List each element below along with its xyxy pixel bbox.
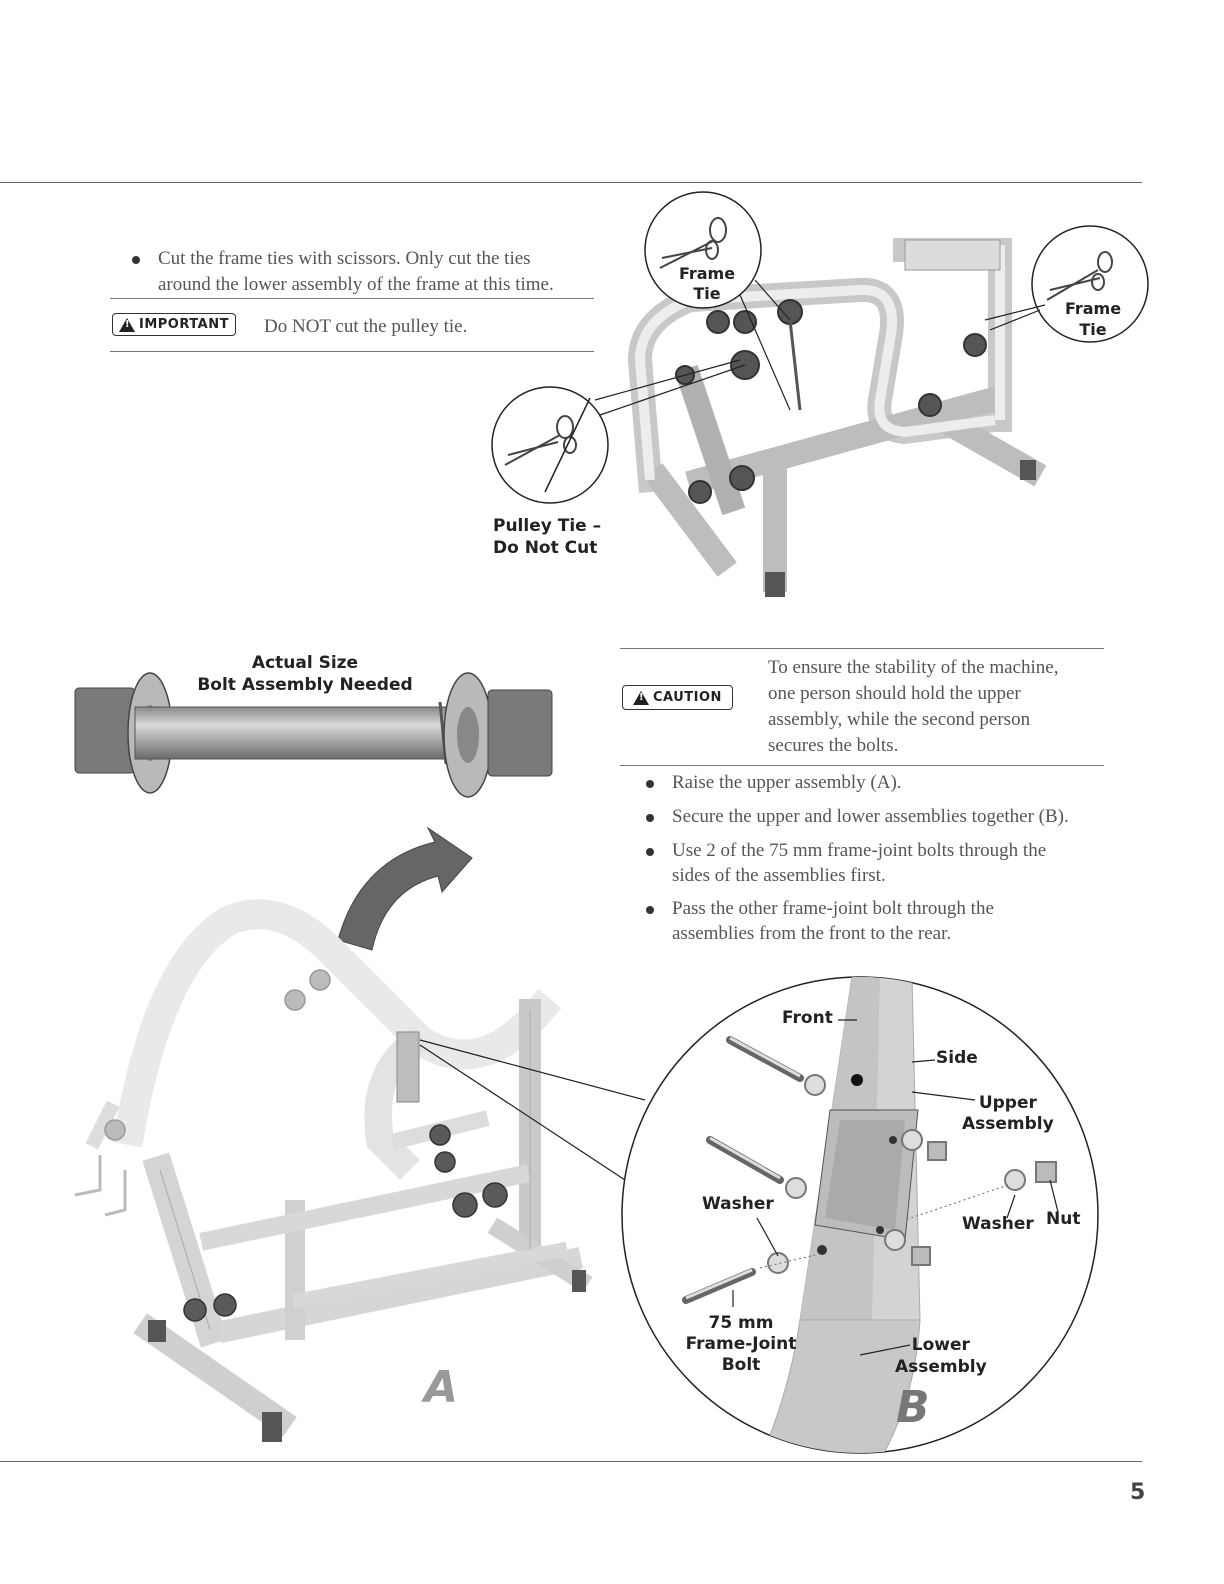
bolt-caption-line2: Bolt Assembly Needed (197, 675, 413, 695)
step-line: Use 2 of the 75 mm frame-joint bolts thr… (672, 840, 1047, 861)
bolt-caption: Actual Size Bolt Assembly Needed (170, 652, 440, 696)
callout-frame-tie-right: Frame Tie (1058, 298, 1128, 340)
bullet (646, 906, 654, 914)
label-line: 75 mm (708, 1313, 774, 1333)
label-side: Side (936, 1048, 978, 1068)
caution-label: CAUTION (653, 690, 722, 705)
footer-rule (0, 1461, 1142, 1462)
label-washer-right: Washer (962, 1214, 1034, 1234)
callout-line: Frame (678, 264, 736, 283)
label-line: Lower (911, 1335, 970, 1355)
label-front: Front (782, 1008, 833, 1028)
page-number: 5 (1130, 1480, 1146, 1505)
bullet (646, 780, 654, 788)
divider (620, 765, 1104, 766)
callout-pulley-tie: Pulley Tie – Do Not Cut (493, 515, 601, 559)
label-nut: Nut (1046, 1209, 1081, 1229)
step-line: assemblies from the front to the rear. (672, 923, 952, 944)
callout-frame-tie-left: Frame Tie (672, 264, 742, 304)
step-line: sides of the assemblies first. (672, 865, 886, 886)
divider (110, 298, 594, 299)
label-line: Upper (978, 1093, 1037, 1113)
caution-line: one person should hold the upper (768, 683, 1021, 704)
step-line: Secure the upper and lower assemblies to… (672, 806, 1069, 827)
divider (110, 351, 594, 352)
callout-line: Frame (1064, 299, 1122, 318)
caution-line: assembly, while the second person (768, 709, 1031, 730)
step1-bullet-line2: around the lower assembly of the frame a… (158, 274, 554, 295)
step-line: Raise the upper assembly (A). (672, 772, 902, 793)
label-line: Assembly (895, 1357, 987, 1377)
bullet (132, 256, 140, 264)
callout-line: Do Not Cut (493, 538, 598, 558)
callout-line: Tie (693, 284, 721, 303)
label-line: Bolt (721, 1355, 761, 1375)
important-label: IMPORTANT (139, 317, 229, 332)
label-upper-assembly: Upper Assembly (962, 1093, 1054, 1135)
callout-line: Pulley Tie – (493, 516, 602, 536)
label-line: Assembly (962, 1114, 1054, 1134)
warning-icon (633, 690, 649, 705)
step1-bullet-line1: Cut the frame ties with scissors. Only c… (158, 248, 531, 269)
figure-b-label: B (896, 1382, 930, 1433)
label-line: Frame-Joint (685, 1334, 797, 1354)
bullet (646, 848, 654, 856)
header-rule (0, 182, 1142, 183)
important-text: Do NOT cut the pulley tie. (264, 316, 468, 337)
caution-badge: CAUTION (622, 685, 733, 710)
label-lower-assembly: Lower Assembly (895, 1334, 987, 1378)
caution-line: secures the bolts. (768, 735, 899, 756)
label-bolt: 75 mm Frame-Joint Bolt (682, 1313, 800, 1376)
divider (620, 648, 1104, 649)
label-washer-left: Washer (702, 1194, 774, 1214)
bullet (646, 814, 654, 822)
step-line: Pass the other frame-joint bolt through … (672, 898, 994, 919)
caution-line: To ensure the stability of the machine, (768, 657, 1059, 678)
callout-line: Tie (1079, 320, 1107, 339)
figure-a-label: A (424, 1362, 459, 1413)
bolt-caption-line1: Actual Size (251, 653, 359, 673)
warning-icon (119, 317, 135, 332)
important-badge: IMPORTANT (112, 313, 236, 336)
